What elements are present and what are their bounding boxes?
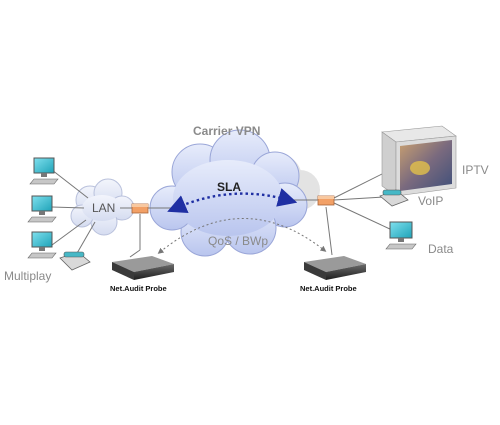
- sla-arrow: [167, 188, 298, 214]
- qos-label: QoS / BWp: [208, 234, 268, 248]
- voip-phone-icon: [379, 189, 409, 207]
- carrier-vpn-label: Carrier VPN: [193, 124, 260, 138]
- qos-arrow: [157, 218, 327, 254]
- data-computer-icon: [385, 221, 417, 250]
- data-label: Data: [428, 242, 454, 256]
- probe-left-device: [112, 256, 174, 280]
- voip-label: VoIP: [418, 194, 443, 208]
- iptv-label: IPTV: [462, 163, 489, 177]
- probe-left-label: Net.Audit Probe: [110, 284, 167, 293]
- lan-cloud: [70, 178, 135, 236]
- router-right: [317, 195, 335, 206]
- tv-icon: [381, 125, 457, 197]
- probe-right-label: Net.Audit Probe: [300, 284, 357, 293]
- computer-icon: [29, 157, 59, 185]
- sla-label: SLA: [217, 180, 241, 194]
- probe-right-device: [304, 256, 366, 280]
- multiplay-label: Multiplay: [4, 269, 51, 283]
- lan-label: LAN: [92, 201, 115, 215]
- computer-icon: [27, 195, 57, 223]
- computer-icon: [27, 231, 57, 259]
- router-left: [131, 203, 149, 214]
- phone-icon: [59, 251, 91, 271]
